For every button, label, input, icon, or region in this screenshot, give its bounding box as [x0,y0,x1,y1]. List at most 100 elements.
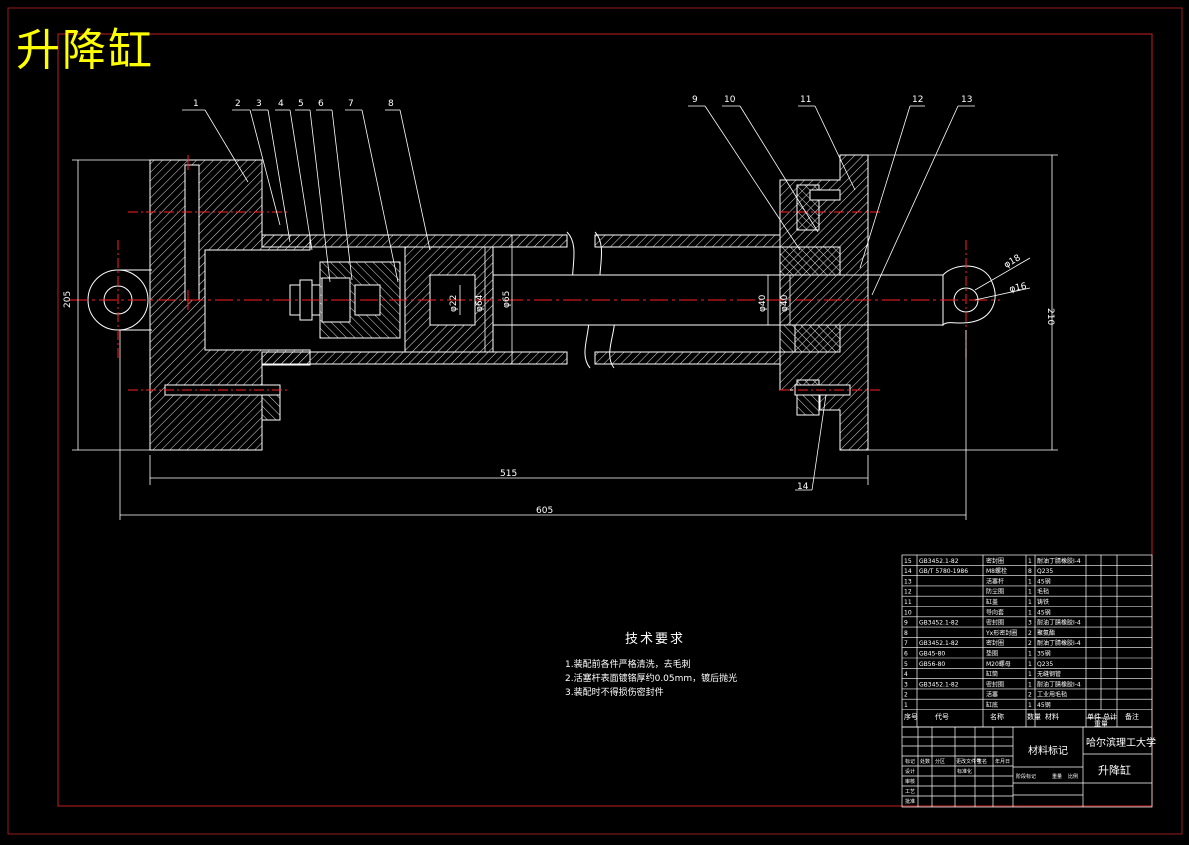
callout-11: 11 [800,95,811,105]
tech-requirement-item: 2.活塞杆表面镀铬厚约0.05mm，镀后抛光 [565,674,738,684]
bom-cell-name: 密封圈 [986,639,1004,647]
cylinder-bottom [149,159,311,451]
guide-sleeve-top [779,246,841,276]
tb-label-process: 工艺 [905,789,915,795]
oil-port [184,164,200,301]
bom-header-cell: 材料 [1045,712,1059,721]
bom-cell-code: GB3452.1-82 [919,681,959,688]
bom-cell-qty: 1 [1028,681,1032,688]
tube-wall-top-right [594,234,781,248]
bom-cell-material: 耐油丁腈橡胶I-4 [1037,680,1081,688]
tb-label-scale: 比例 [1068,773,1078,780]
bom-cell-material: 45钢 [1037,577,1051,585]
dim-length-total: 605 [536,506,553,516]
bom-header-cell: 备注 [1125,712,1139,721]
tube-wall-top-left [261,234,568,248]
bom-cell-material: 铸铁 [1037,598,1049,606]
bom-cell-qty: 1 [1028,578,1032,585]
bom-cell-name: 密封圈 [986,557,1004,565]
callout-3: 3 [256,99,262,109]
bom-cell-qty: 1 [1028,609,1032,616]
bom-cell-material: 耐油丁腈橡胶I-4 [1037,557,1081,565]
bom-cell-qty: 1 [1028,589,1032,596]
tb-label-change: 更改文件号 [956,758,981,765]
page-title: 升降缸 [16,25,154,76]
bom-header-cell: 名称 [990,712,1004,721]
dimensions [72,154,1058,520]
callout-8: 8 [388,99,394,109]
tb-label-approve: 批准 [905,798,915,805]
callout-6: 6 [318,99,324,109]
bom-cell-no: 1 [904,702,908,709]
guide-sleeve-bottom [779,324,841,353]
bom-cell-qty: 8 [1028,568,1032,575]
callout-2: 2 [235,99,241,109]
bom-cell-no: 10 [904,609,912,616]
cylinder-assembly [70,154,1000,451]
outer-border [7,7,1183,835]
tube-wall-bottom-right [594,351,781,365]
callout-1: 1 [193,99,199,109]
tb-label-check: 审核 [905,778,915,785]
tb-label-standard: 标准化 [957,768,972,775]
bom-cell-qty: 2 [1028,692,1032,699]
dim-rod-1: φ40 [758,294,768,312]
bom-cell-material: 无缝钢管 [1037,670,1061,678]
bom-cell-no: 9 [904,620,908,627]
tb-label-count: 处数 [920,758,930,765]
bom-cell-qty: 3 [1028,620,1032,627]
callout-numbers: 1 2 3 4 5 6 7 8 9 10 11 12 13 14 [193,95,972,492]
callout-12: 12 [912,95,923,105]
bom-cell-material: Q235 [1037,568,1053,575]
bom-cell-name: 防尘圈 [986,588,1004,596]
dim-eye-inner: φ16 [1009,281,1028,294]
tech-requirement-item: 1.装配前各件严格清洗，去毛刺 [565,660,691,670]
bom-cell-name: 缸底 [986,701,998,709]
bom-header-cell: 序号 [904,712,918,721]
bom-cell-material: 毛毡 [1037,588,1049,596]
bom-cell-material: 工业用毛毡 [1037,691,1067,699]
bom-cell-code: GB3452.1-82 [919,620,959,627]
piston-rod-end [429,274,476,326]
bom-cell-qty: 1 [1028,651,1032,658]
bom-cell-no: 14 [904,568,912,575]
bom-cell-no: 3 [904,681,908,688]
bom-cell-name: 导向套 [986,608,1004,616]
bom-cell-code: GB3452.1-82 [919,640,959,647]
bom-cell-name: 活塞杆 [986,577,1004,585]
bom-cell-no: 8 [904,630,908,637]
bom-cell-qty: 1 [1028,661,1032,668]
bom-cell-name: M20螺母 [986,660,1011,668]
callout-14: 14 [797,482,809,492]
bom-cell-no: 4 [904,671,908,678]
dim-height-right: 210 [1045,308,1055,325]
bom-cell-name: 活塞 [986,691,998,699]
bom-cell-material: Q235 [1037,661,1053,668]
tb-label-weight: 重量 [1052,773,1062,780]
bom-cell-name: 垫圈 [986,650,998,658]
dim-bore-1: φ64 [475,294,485,312]
tb-label-mark: 标记 [905,758,915,765]
school-name: 哈尔滨理工大学 [1086,736,1156,749]
callout-9: 9 [692,95,698,105]
bom-cell-name: Yx形密封圈 [985,629,1017,637]
bom-cell-material: 45钢 [1037,701,1051,709]
bom-cell-no: 7 [904,640,908,647]
bom-cell-qty: 2 [1028,640,1032,647]
bom-cell-name: 密封圈 [986,619,1004,627]
bom-cell-material: 45钢 [1037,608,1051,616]
tb-label-design: 设计 [905,768,915,775]
tech-requirement-item: 3.装配时不得损伤密封件 [565,688,664,698]
callout-13: 13 [961,95,972,105]
bom-header-cell: 代号 [935,712,949,721]
callout-4: 4 [278,99,284,109]
inner-border [57,33,1153,807]
bom-cell-material: 35钢 [1037,650,1051,658]
callout-5: 5 [298,99,304,109]
bom-header-cell: 单件 [1087,712,1101,721]
title-block [901,726,1153,808]
bom-cell-name: 密封圈 [986,680,1004,688]
drawing-name: 升降缸 [1098,763,1131,777]
